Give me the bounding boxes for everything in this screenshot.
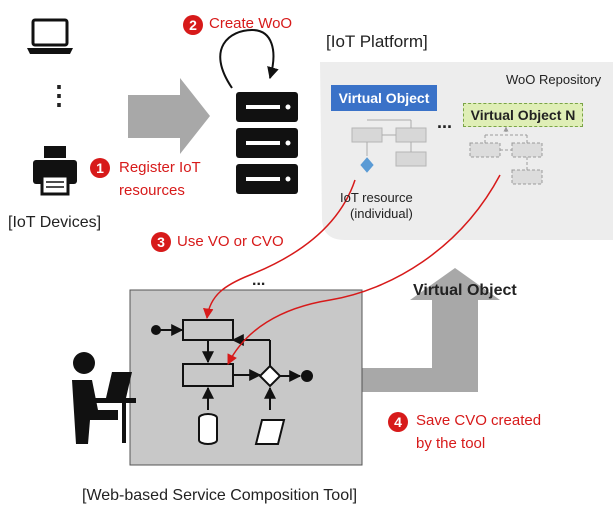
vo-n-mini-graph	[469, 134, 543, 185]
step-1-badge: 1	[90, 158, 110, 178]
laptop-icon	[27, 18, 73, 54]
step-2-text: Create WoO	[209, 15, 293, 32]
step-1-text-line1: Register IoT	[119, 159, 201, 176]
step-4-text-line1: Save CVO created	[416, 412, 542, 429]
register-arrow	[128, 78, 210, 154]
use-arrow-1	[203, 179, 356, 320]
person-icon	[72, 352, 136, 444]
platform-title: [IoT Platform]	[326, 32, 428, 51]
tool-flow-graph	[151, 319, 313, 445]
step-3-badge: 3	[151, 232, 171, 252]
server-icon	[236, 92, 298, 194]
step-4-text-line2: by the tool	[416, 435, 486, 452]
tool-panel	[129, 289, 363, 466]
step-4-badge: 4	[388, 412, 408, 432]
iot-resource-label: IoT resource	[340, 190, 413, 205]
tool-ellipsis: ...	[252, 272, 266, 289]
iot-resource-sublabel: (individual)	[350, 206, 413, 221]
virtual-object-n-box: Virtual Object N	[463, 103, 583, 127]
use-arrow-2	[227, 174, 501, 365]
create-loop-arrow	[219, 28, 279, 89]
virtual-object-box: Virtual Object	[331, 85, 437, 111]
vo-mini-graph	[351, 119, 427, 173]
tool-title: [Web-based Service Composition Tool]	[82, 487, 358, 504]
device-ellipsis: ⋮	[46, 80, 72, 110]
output-virtual-object-label: Virtual Object	[413, 282, 517, 299]
step-3-text: Use VO or CVO	[177, 233, 284, 250]
printer-icon	[33, 146, 77, 196]
iot-devices-label: [IoT Devices]	[8, 214, 102, 231]
step-2-badge: 2	[183, 15, 203, 35]
step-1-text-line2: resources	[119, 182, 185, 199]
repository-ellipsis: ...	[437, 112, 453, 132]
repository-title: WoO Repository	[506, 72, 602, 87]
save-arrow	[360, 268, 500, 392]
